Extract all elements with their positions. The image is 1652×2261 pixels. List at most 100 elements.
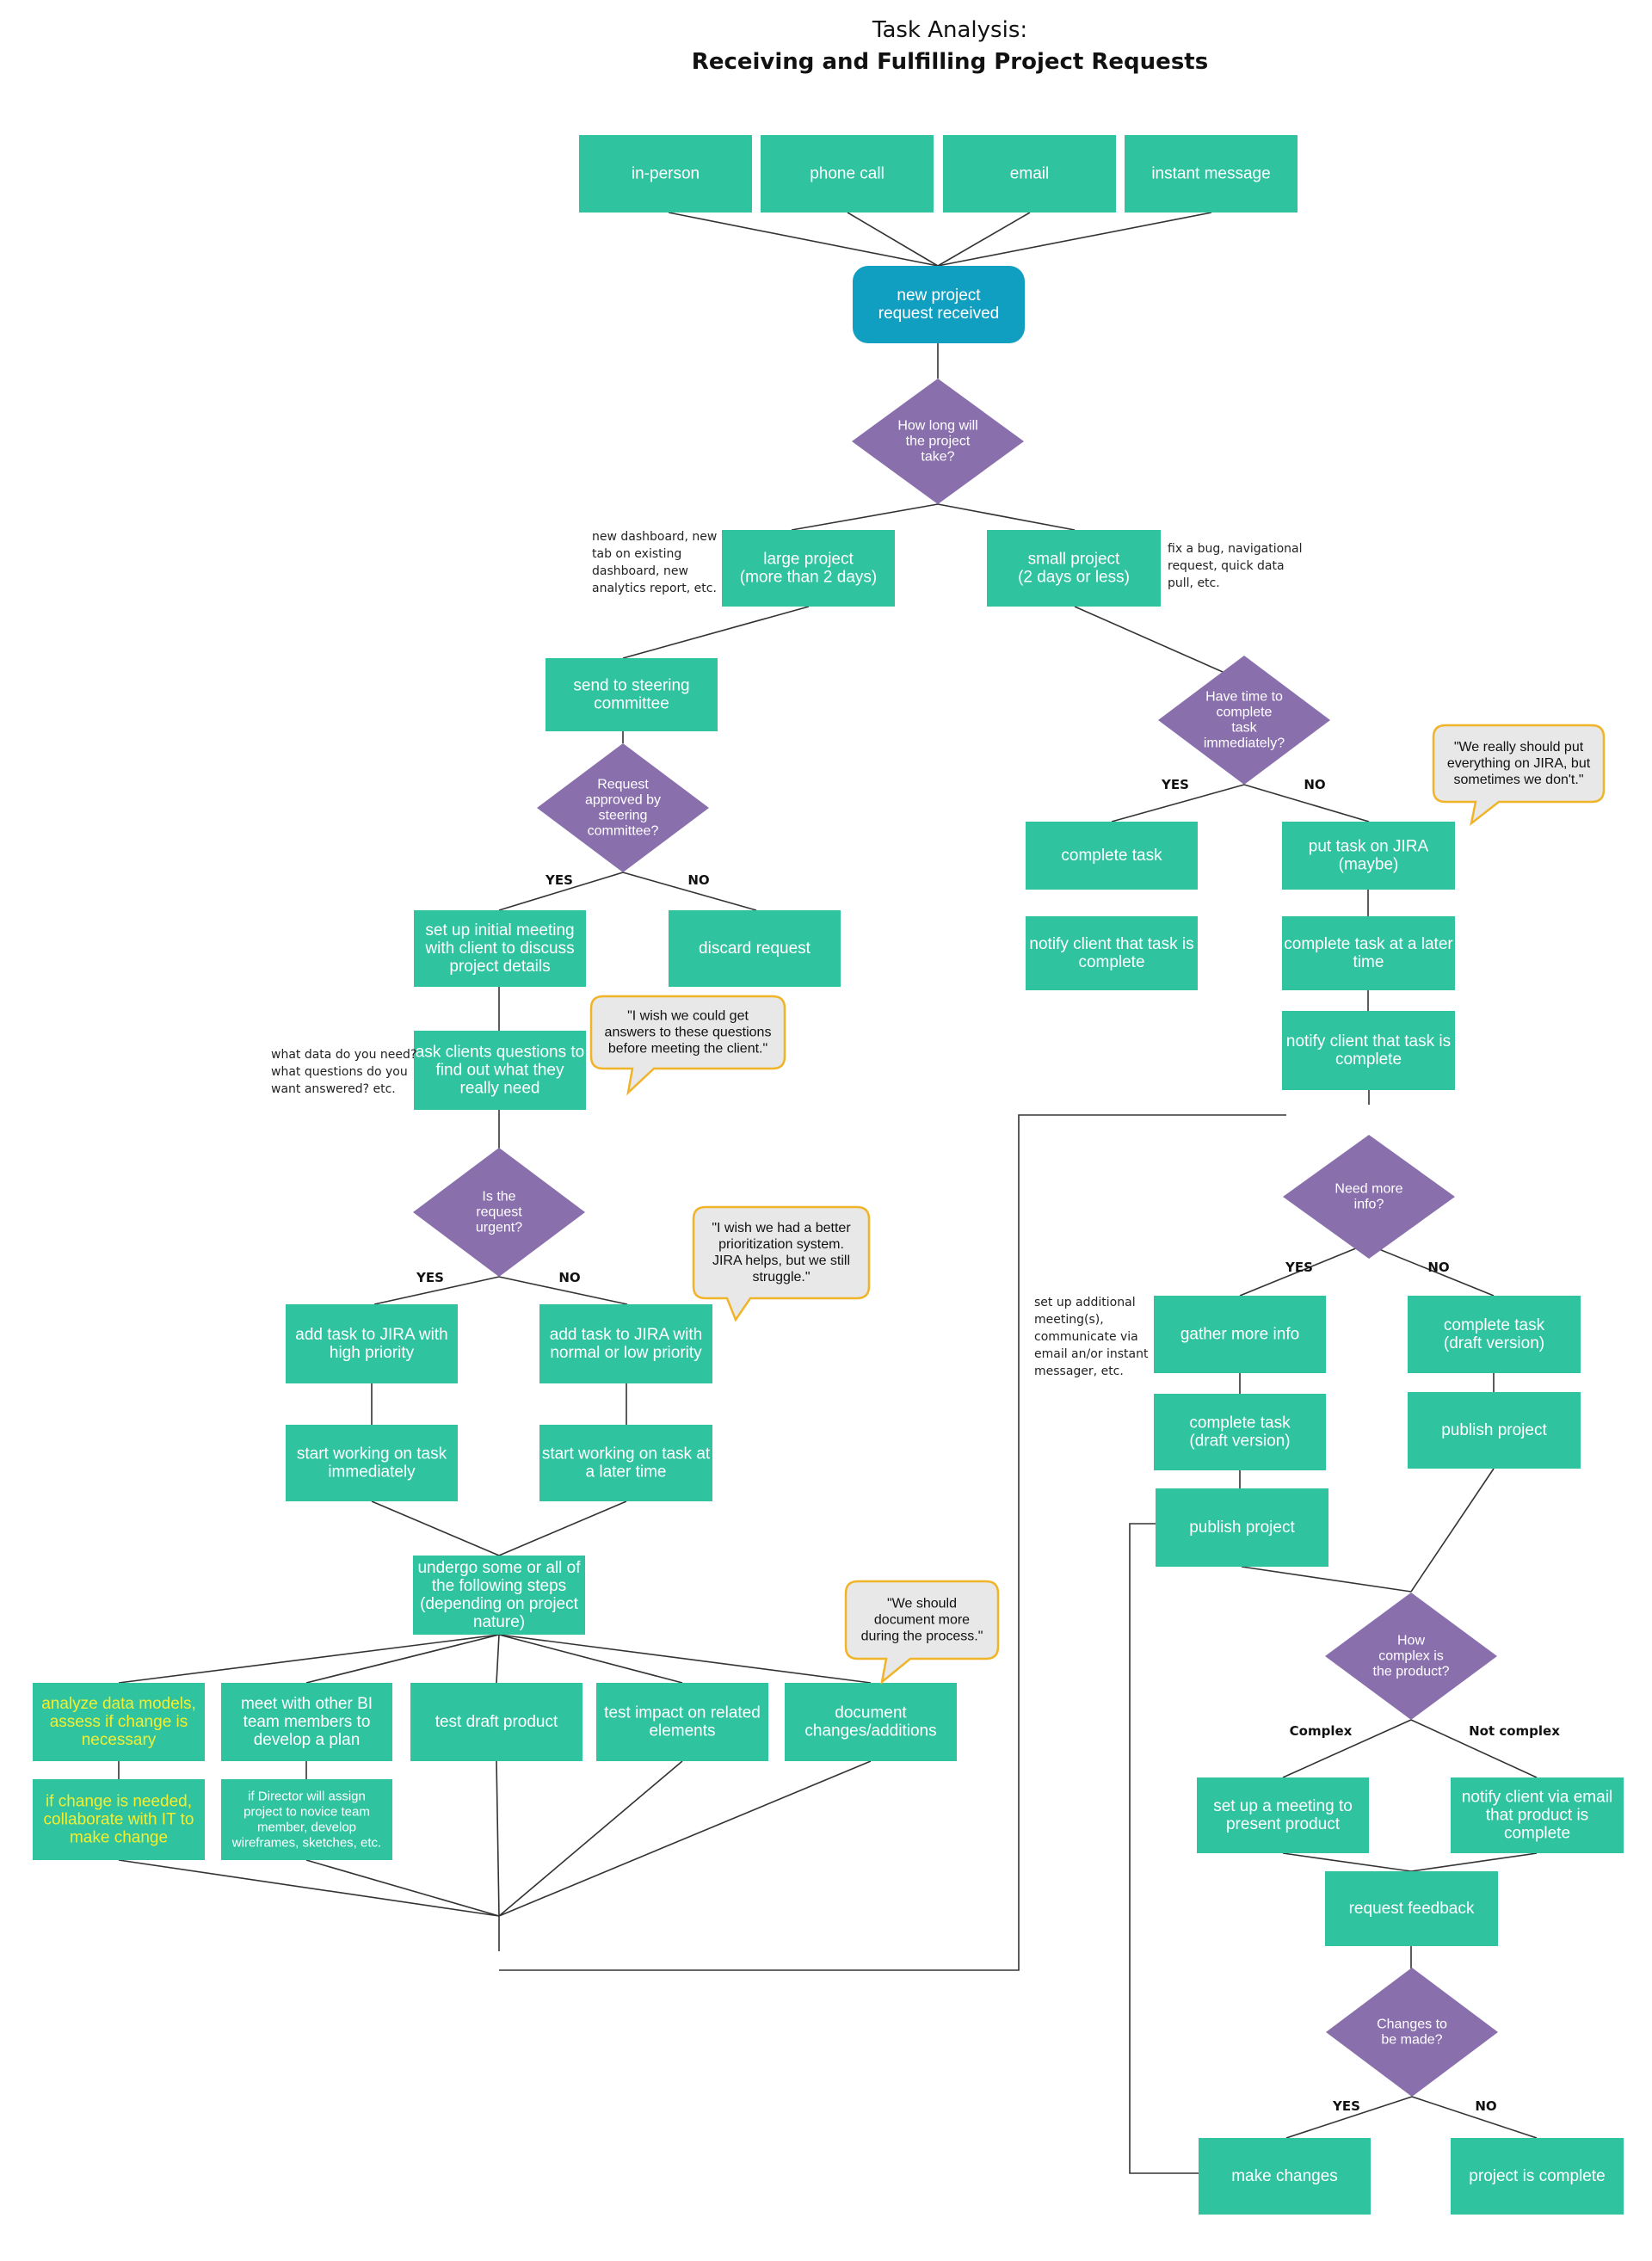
- branch-label-no: NO: [1475, 2098, 1496, 2114]
- connector: [1411, 2096, 1538, 2139]
- have-time-decision: [1158, 656, 1330, 785]
- connector: [496, 1634, 500, 1684]
- put-jira-label-line: put task on JIRA: [1309, 838, 1429, 856]
- test-draft-label: test draft product: [435, 1713, 558, 1731]
- urgent-question-line: urgent?: [476, 1221, 522, 1235]
- changes-made-question-line: Changes to: [1377, 2018, 1447, 2032]
- connector: [498, 1760, 872, 1917]
- start-now-box: [286, 1425, 458, 1501]
- collaborate-it-label-line: collaborate with IT to: [44, 1811, 194, 1829]
- connector: [622, 872, 757, 911]
- start-later-label-line: start working on task at: [542, 1445, 711, 1463]
- analyze-label-line: analyze data models,: [41, 1695, 196, 1713]
- in-person-box: [579, 135, 752, 213]
- complete-draft-2-label: complete task(draft version): [1444, 1316, 1545, 1352]
- connector: [847, 212, 939, 267]
- note-line: what questions do you: [271, 1065, 408, 1079]
- complete-task-label: complete task: [1061, 847, 1162, 865]
- publish-2-label: publish project: [1441, 1421, 1547, 1439]
- flowchart-labels: Task Analysis:Receiving and Fulfilling P…: [41, 17, 1612, 2185]
- connector: [305, 1634, 500, 1684]
- note-line: fix a bug, navigational: [1168, 542, 1303, 556]
- connector: [791, 503, 939, 531]
- in-person-label: in-person: [632, 165, 700, 183]
- complete-later-label-line: complete task at a later: [1284, 935, 1453, 953]
- have-time-question-line: immediately?: [1204, 736, 1285, 751]
- email-label-line: email: [1010, 165, 1049, 183]
- note-line: dashboard, new: [592, 564, 688, 578]
- connector: [498, 1500, 627, 1556]
- connector: [371, 1500, 500, 1556]
- note-line: request, quick data: [1168, 559, 1285, 573]
- start-later-label-line: a later time: [586, 1463, 667, 1482]
- callout-answers-quote: [589, 995, 786, 1096]
- urgent-question-line: request: [476, 1205, 522, 1220]
- jira-normal-label-line: normal or low priority: [550, 1344, 702, 1362]
- complete-later-box: [1282, 916, 1455, 990]
- complete-draft-1-label-line: complete task: [1189, 1414, 1291, 1432]
- small-project-label: small project(2 days or less): [1018, 551, 1130, 587]
- connector: [498, 872, 624, 911]
- connector: [498, 1760, 683, 1917]
- approved-question-line: steering: [599, 809, 648, 823]
- small-project-label-line: (2 days or less): [1018, 569, 1130, 587]
- connector: [498, 1276, 628, 1305]
- callout-text-document-quote-line: "We should: [887, 1597, 957, 1611]
- note-line: communicate via: [1034, 1330, 1138, 1344]
- phone-call-label-line: phone call: [810, 165, 885, 183]
- branch-label-no: NO: [558, 1270, 580, 1285]
- large-project-label-line: large project: [763, 551, 854, 569]
- connector: [1243, 784, 1370, 822]
- director-assign-label-line: project to novice team: [243, 1805, 370, 1820]
- start-later-box: [539, 1425, 712, 1501]
- note-line: analytics report, etc.: [592, 582, 717, 595]
- publish-2-label-line: publish project: [1441, 1421, 1547, 1439]
- ask-clients-label-line: really need: [460, 1080, 540, 1098]
- publish-1-label-line: publish project: [1189, 1519, 1295, 1537]
- director-assign-label-line: wireframes, sketches, etc.: [231, 1836, 381, 1851]
- connector: [1074, 606, 1245, 682]
- steering-label-line: send to steering: [573, 677, 689, 695]
- instant-message-label-line: instant message: [1151, 165, 1270, 183]
- note-client-questions: what data do you need? what questions do …: [271, 1048, 416, 1096]
- undergo-box: [413, 1556, 585, 1635]
- callout-text-priority-quote-line: prioritization system.: [718, 1237, 844, 1252]
- discard-label-line: discard request: [699, 940, 811, 958]
- branch-label-no: NO: [1427, 1260, 1449, 1275]
- connector: [499, 1114, 1286, 1971]
- connector: [496, 1760, 500, 1917]
- how-long-decision: [852, 379, 1024, 504]
- callout-text-answers-quote-line: before meeting the client.": [608, 1042, 767, 1057]
- title-line-1: Task Analysis:: [872, 17, 1027, 43]
- branch-label-yes: YES: [1161, 777, 1189, 792]
- project-complete-box: [1451, 2138, 1624, 2215]
- callout-priority-quote: [692, 1205, 871, 1322]
- note-line: what data do you need?: [271, 1048, 416, 1062]
- notify-email-label-line: that product is: [1486, 1807, 1588, 1825]
- note-line: want answered? etc.: [271, 1082, 396, 1096]
- gather-info-label: gather more info: [1180, 1326, 1299, 1344]
- changes-made-question-line: be made?: [1381, 2033, 1442, 2048]
- connector: [498, 1634, 683, 1684]
- callout-text-priority-quote-line: "I wish we had a better: [712, 1221, 851, 1235]
- notify-email-label-line: notify client via email: [1462, 1789, 1612, 1807]
- complete-task-box: [1026, 822, 1198, 890]
- changes-made-decision: [1326, 1968, 1498, 2097]
- how-complex-question-line: How: [1397, 1634, 1425, 1648]
- notify-complete-1-label-line: complete: [1078, 953, 1144, 971]
- note-small-examples: fix a bug, navigational request, quick da…: [1168, 542, 1303, 590]
- callout-text-document-quote-line: during the process.": [861, 1630, 983, 1644]
- how-complex-decision: [1325, 1593, 1497, 1720]
